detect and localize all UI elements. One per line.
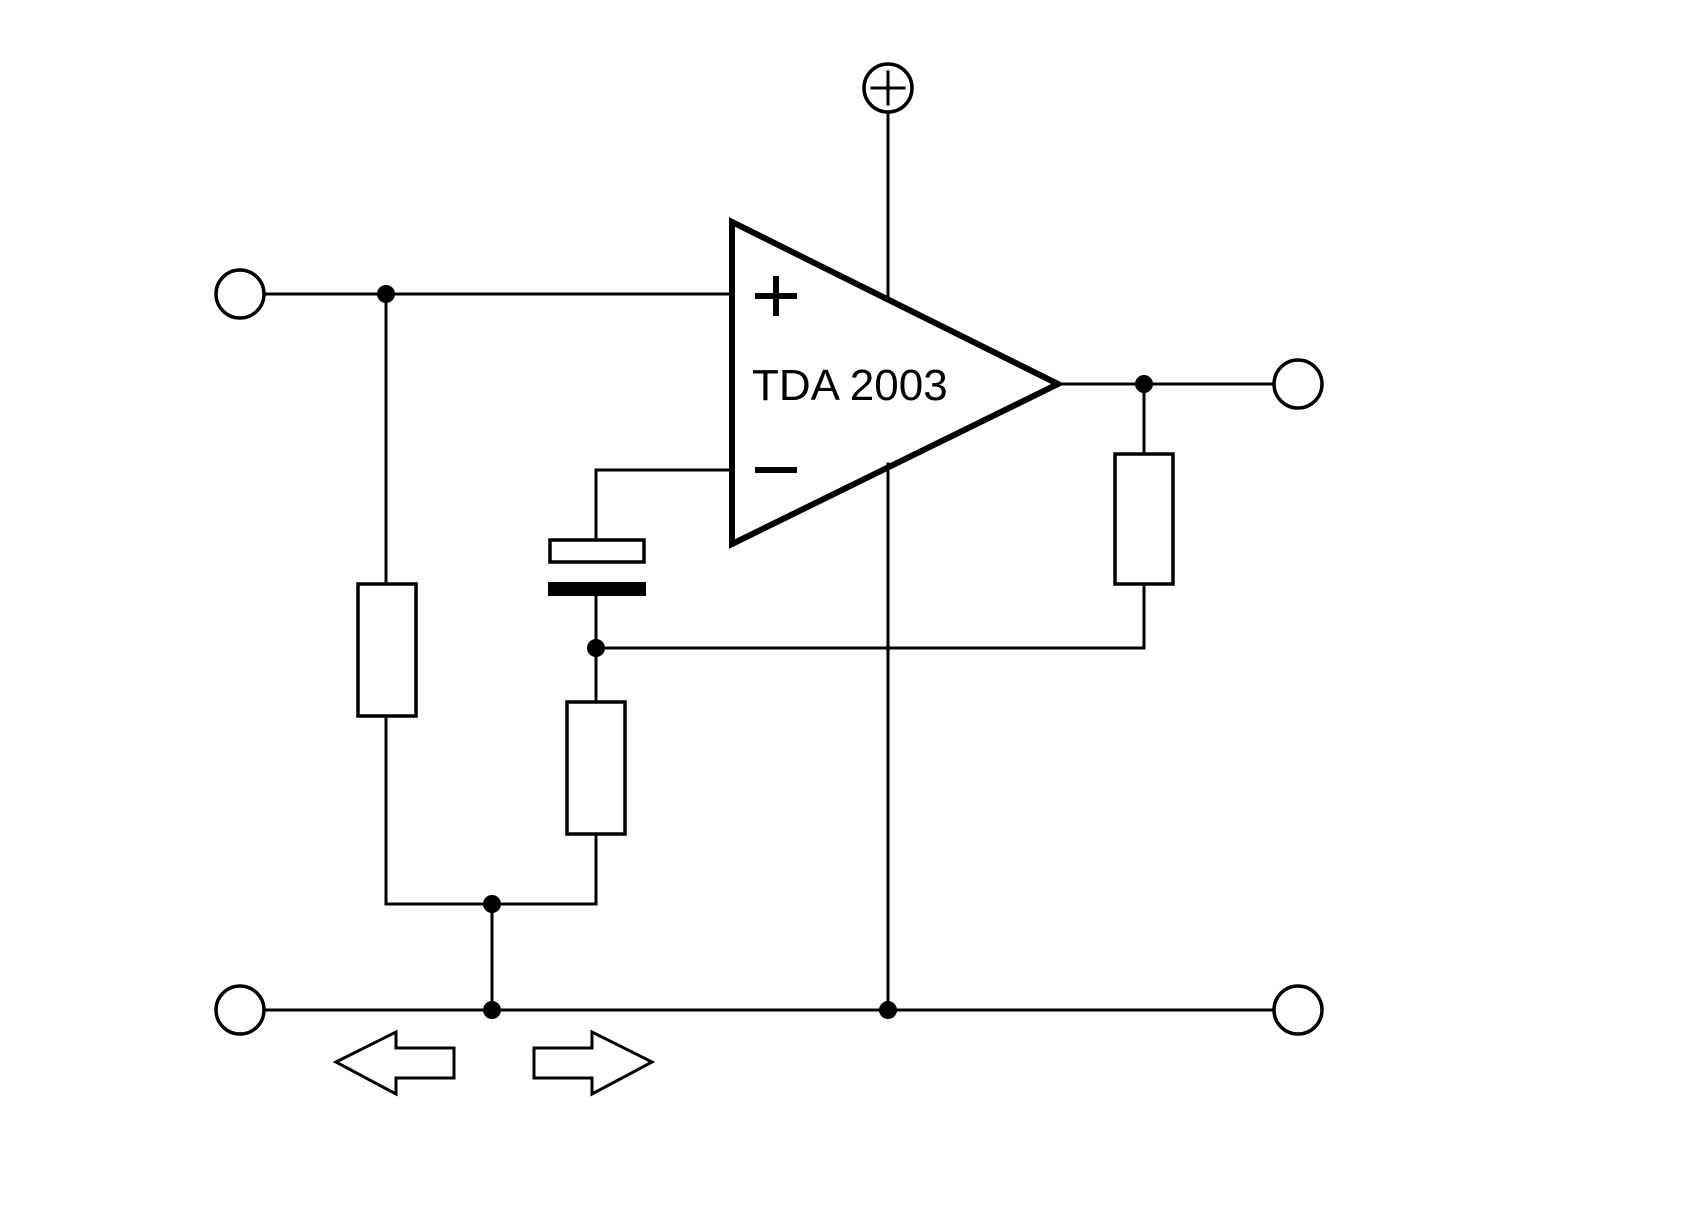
terminal-input	[214, 268, 266, 320]
plus-input-symbol	[755, 276, 797, 316]
terminal-input-ground	[214, 984, 266, 1036]
junction-feedback	[587, 639, 605, 657]
junction-bottom-branch	[483, 895, 501, 913]
terminal-output	[1272, 358, 1324, 410]
resistor-middle	[565, 700, 627, 836]
wires	[260, 110, 1276, 1012]
electrolytic-capacitor	[548, 538, 646, 596]
junction-ground-amp	[879, 1001, 897, 1019]
resistor-left	[356, 582, 418, 718]
resistor-right	[1113, 452, 1175, 586]
capacitor-positive-plate	[548, 538, 646, 564]
arrow-right-icon	[532, 1029, 656, 1097]
junction-output	[1135, 375, 1153, 393]
capacitor-negative-plate	[548, 582, 646, 596]
amplifier-triangle	[729, 217, 1065, 549]
arrow-left-icon	[332, 1029, 456, 1097]
terminal-supply	[862, 62, 914, 114]
junction-ground-left	[483, 1001, 501, 1019]
terminal-output-ground	[1272, 984, 1324, 1036]
amplifier-label: TDA 2003	[752, 361, 948, 410]
junction-input	[377, 285, 395, 303]
